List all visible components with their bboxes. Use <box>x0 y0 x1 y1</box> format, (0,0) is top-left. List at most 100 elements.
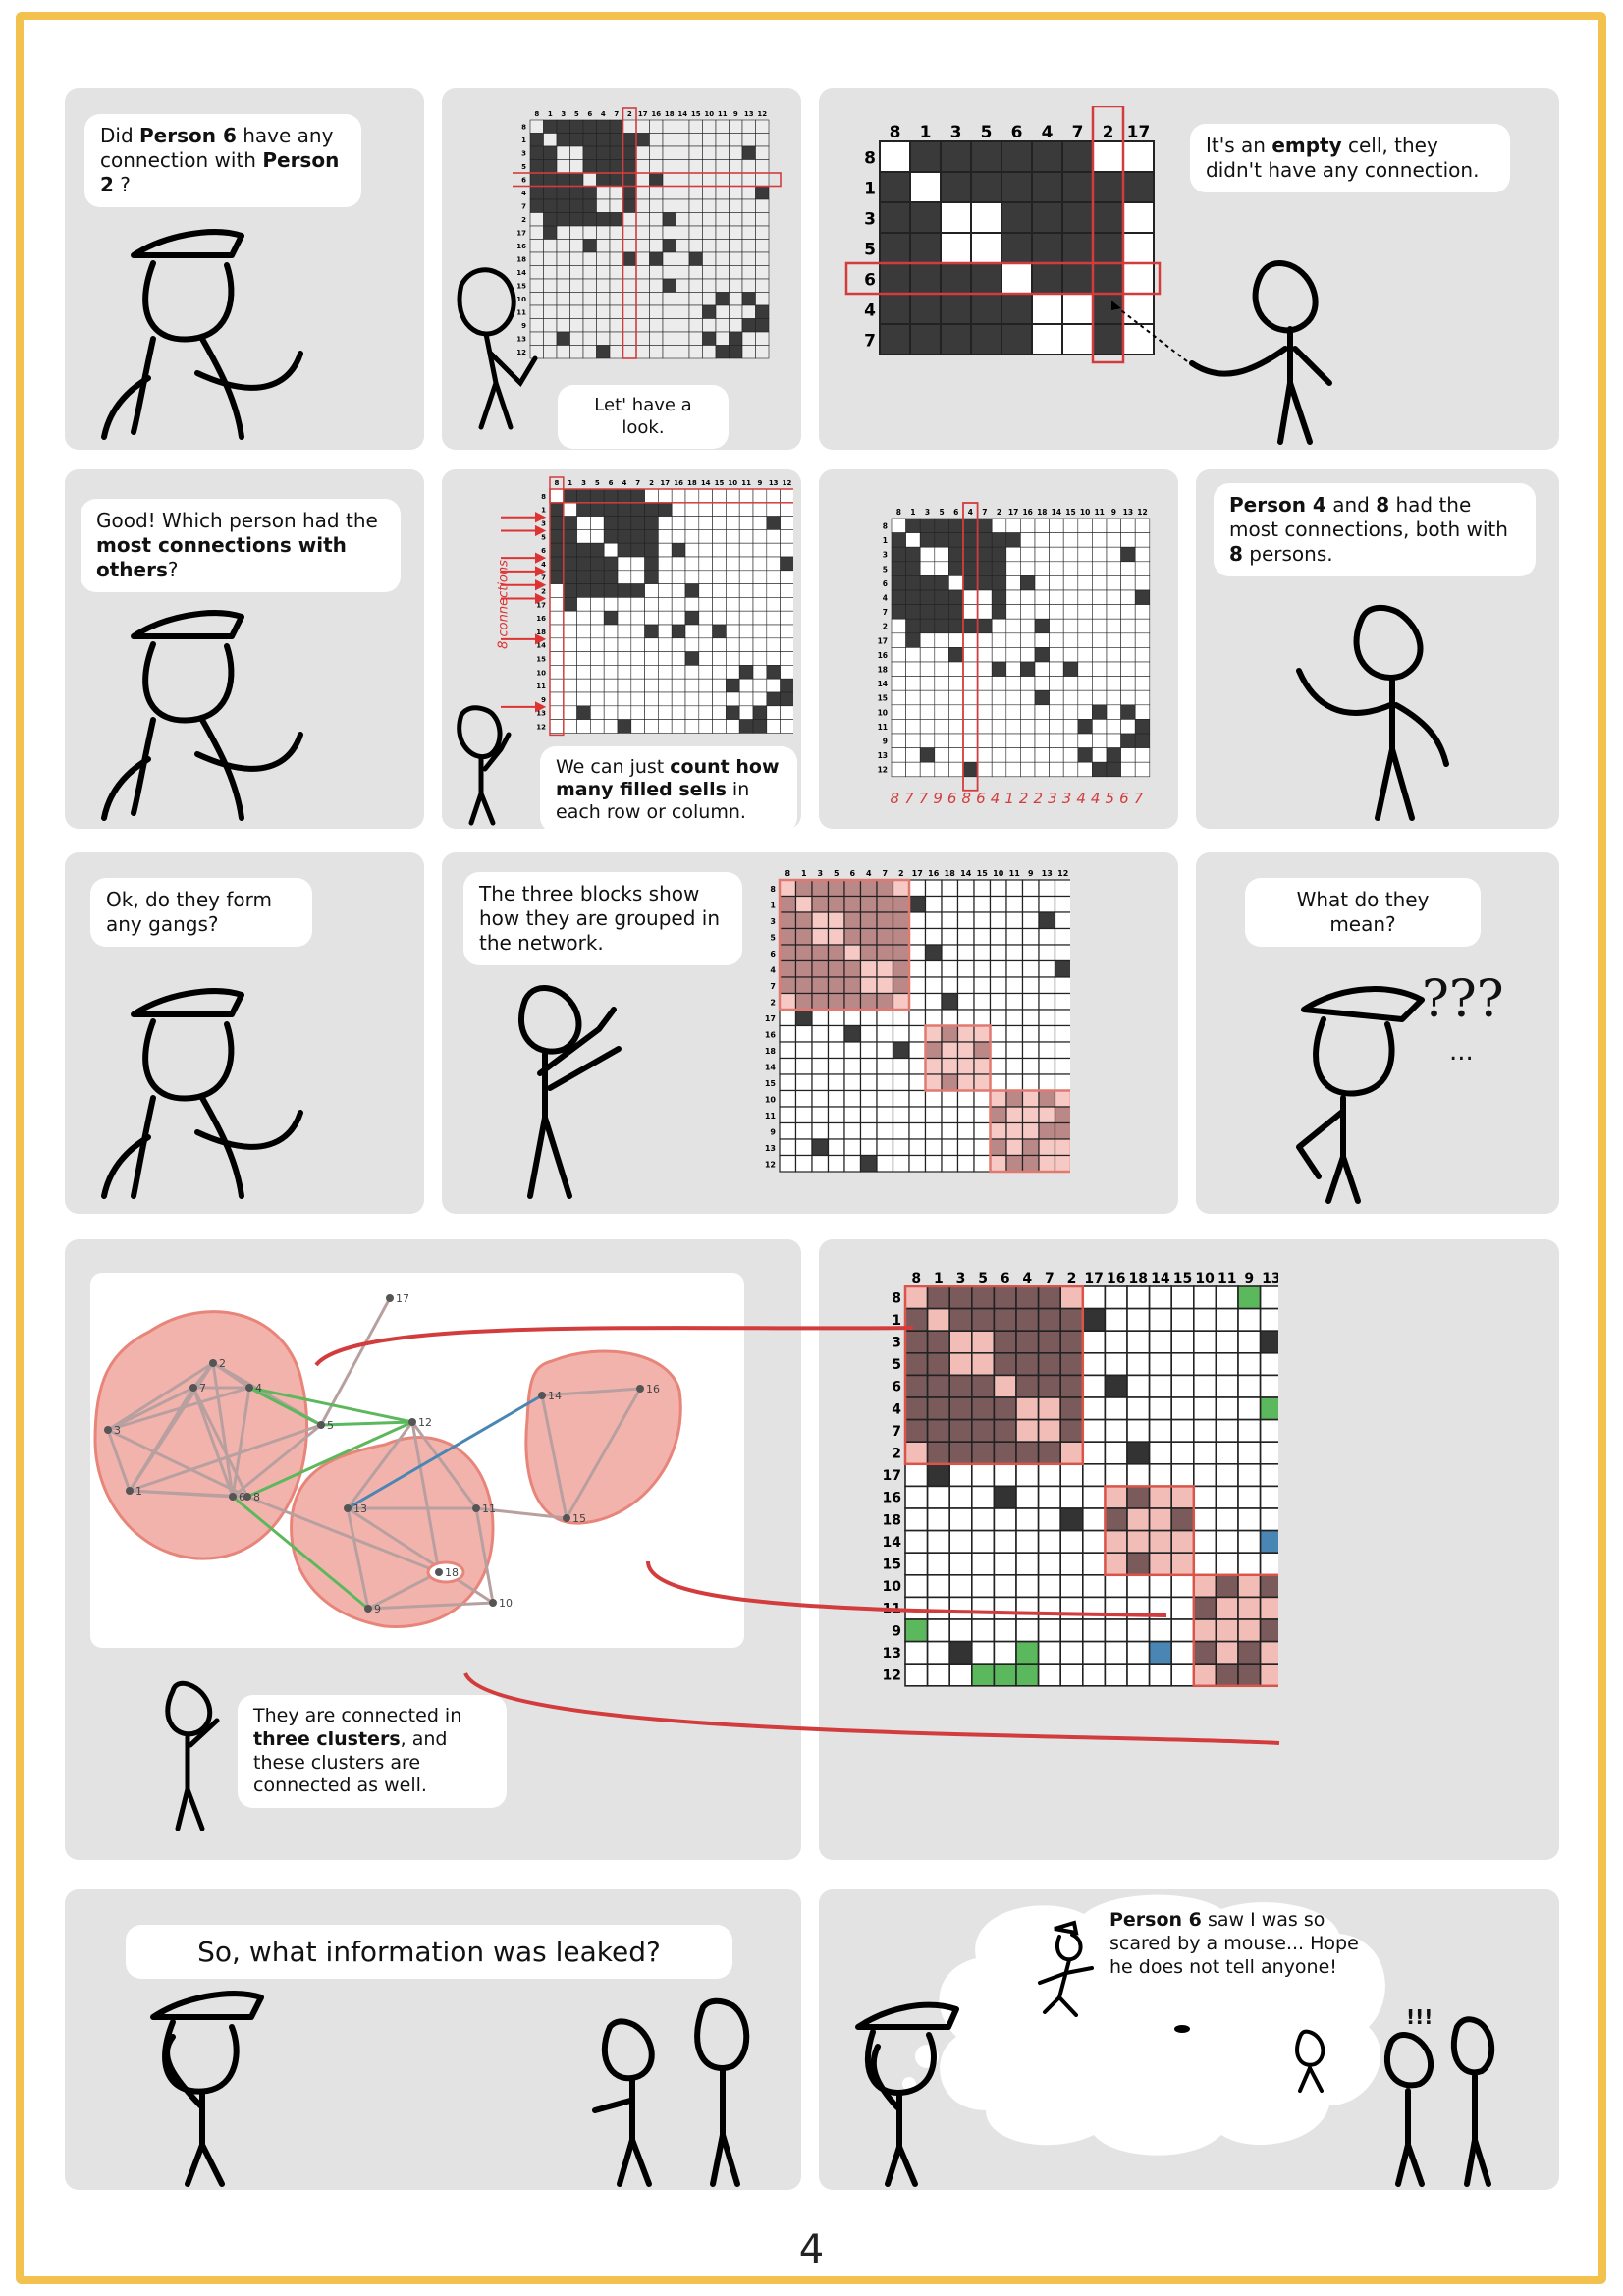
matrix-cell <box>702 119 717 134</box>
matrix-cell <box>962 546 978 563</box>
matrix-cell <box>977 618 993 634</box>
matrix-cell <box>989 1073 1007 1092</box>
matrix-cell <box>590 583 605 598</box>
matrix-cell <box>779 1106 797 1124</box>
matrix-cell <box>1059 1663 1084 1687</box>
matrix-cell <box>1215 1529 1239 1555</box>
matrix-cell <box>1237 1307 1262 1332</box>
matrix-cell <box>1054 1073 1070 1092</box>
matrix-cell <box>993 1441 1017 1465</box>
matrix-cell <box>973 1154 992 1173</box>
column-label: 2 <box>1103 123 1114 142</box>
row-label: 1 <box>541 507 546 515</box>
matrix-cell <box>1170 1529 1195 1555</box>
panel-7: Person 4 and 8 had the most connections,… <box>1196 469 1559 829</box>
matrix-cell <box>635 239 650 253</box>
column-label: 1 <box>920 123 932 142</box>
graph-node-label: 11 <box>482 1503 496 1515</box>
matrix-cell <box>702 265 717 280</box>
matrix-cell <box>962 575 978 591</box>
matrix-cell <box>1148 1507 1173 1532</box>
matrix-cell <box>729 239 743 253</box>
matrix-cell <box>827 976 845 995</box>
matrix-cell <box>662 304 676 319</box>
matrix-cell <box>688 212 703 227</box>
matrix-cell <box>977 575 993 591</box>
matrix-cell <box>1259 1618 1278 1643</box>
matrix-cell <box>1062 719 1079 735</box>
matrix-cell <box>1005 518 1021 533</box>
matrix-cell <box>576 529 591 544</box>
matrix-cell <box>948 546 964 563</box>
matrix-cell <box>859 1041 878 1060</box>
matrix-cell <box>1120 661 1136 677</box>
matrix-cell <box>1106 518 1121 533</box>
matrix-cell <box>596 318 611 333</box>
row-label: 7 <box>892 1424 901 1440</box>
matrix-cell <box>934 661 949 677</box>
matrix-cell <box>956 959 975 978</box>
matrix-cell <box>977 676 993 691</box>
column-label: 15 <box>1065 508 1075 517</box>
matrix-cell <box>1170 1552 1195 1576</box>
matrix-cell <box>827 1073 845 1092</box>
matrix-cell <box>1120 719 1136 735</box>
matrix-cell <box>658 665 673 680</box>
matrix-cell <box>977 761 993 778</box>
row-label: 5 <box>521 163 526 171</box>
matrix-cell <box>948 1618 973 1643</box>
speech-bubble: Person 4 and 8 had the most connections,… <box>1214 483 1536 576</box>
matrix-cell <box>1104 1330 1128 1354</box>
matrix-cell <box>1134 676 1151 691</box>
matrix-cell <box>698 610 713 626</box>
matrix-cell <box>752 610 768 626</box>
matrix-cell <box>973 879 992 898</box>
matrix-cell <box>811 992 830 1011</box>
matrix-cell <box>1034 532 1050 548</box>
matrix-cell <box>993 1374 1017 1398</box>
matrix-cell <box>582 304 597 319</box>
matrix-cell <box>1020 704 1036 720</box>
matrix-cell <box>729 225 743 240</box>
matrix-cell <box>1120 575 1136 591</box>
matrix-cell <box>934 676 949 691</box>
column-label: 3 <box>581 479 586 487</box>
matrix-cell <box>919 518 936 533</box>
matrix-cell <box>859 927 878 946</box>
matrix-cell <box>1092 232 1124 264</box>
matrix-cell <box>630 583 645 598</box>
matrix-cell <box>919 589 936 605</box>
matrix-cell <box>843 911 862 930</box>
matrix-cell <box>956 1121 975 1140</box>
matrix-cell <box>1082 1507 1107 1532</box>
matrix-cell <box>1120 546 1136 563</box>
row-label: 7 <box>883 608 888 617</box>
matrix-cell <box>876 944 894 962</box>
matrix-cell <box>811 1009 830 1027</box>
matrix-cell <box>563 610 577 626</box>
matrix-cell <box>1170 1663 1195 1687</box>
graph-edge <box>107 1386 194 1432</box>
matrix-cell <box>991 618 1007 634</box>
matrix-cell <box>993 1463 1017 1488</box>
matrix-cell <box>859 1121 878 1140</box>
matrix-cell <box>891 561 906 576</box>
matrix-cell <box>941 976 959 995</box>
graph-node-label: 3 <box>114 1424 121 1437</box>
matrix-cell <box>1054 1138 1070 1157</box>
matrix-cell <box>662 198 676 213</box>
matrix-cell <box>956 1073 975 1092</box>
matrix-cell <box>1120 747 1136 763</box>
matrix-cell <box>726 556 740 572</box>
row-label: 16 <box>765 1030 777 1039</box>
row-label: 3 <box>864 209 876 229</box>
matrix-cell <box>1038 1009 1056 1027</box>
matrix-cell <box>603 691 619 707</box>
matrix-cell <box>1126 1352 1151 1377</box>
graph-node <box>317 1421 325 1429</box>
matrix-cell <box>989 959 1007 978</box>
matrix-cell <box>1077 761 1093 778</box>
matrix-cell <box>948 1374 973 1398</box>
matrix-cell <box>662 119 676 134</box>
